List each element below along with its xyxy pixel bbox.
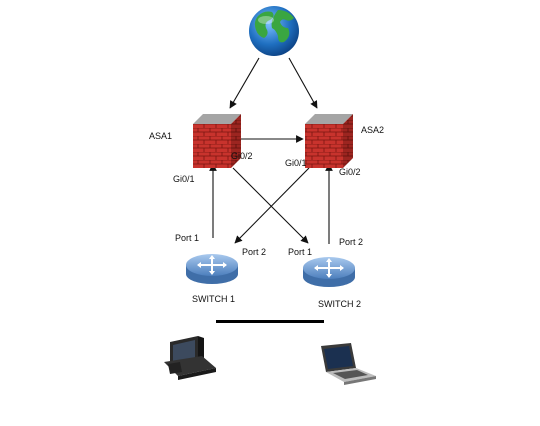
desktop-computer-icon — [164, 336, 216, 380]
connections — [209, 57, 333, 244]
link-asa2-gi01-switch1-port2 — [234, 167, 310, 244]
link-asa1-gi02-switch2-port1 — [232, 167, 309, 244]
lan-segment-bar — [216, 320, 324, 323]
switch2-port1-label: Port 1 — [288, 247, 313, 257]
link-globe-asa1 — [229, 57, 260, 109]
link-globe-asa2 — [288, 57, 318, 109]
internet-globe-icon — [249, 6, 299, 56]
router-icon — [303, 257, 355, 287]
asa2-label: ASA2 — [361, 125, 385, 135]
laptop-icon — [321, 343, 376, 385]
firewall-icon — [305, 114, 353, 168]
switch1-port1-label: Port 1 — [175, 233, 200, 243]
firewall-icon — [193, 114, 241, 168]
asa2-port-gi02-label: Gi0/2 — [339, 167, 361, 177]
asa1-port-gi01-label: Gi0/1 — [173, 174, 195, 184]
router-icon — [186, 254, 238, 284]
switch1-label: SWITCH 1 — [192, 294, 236, 304]
asa1-port-gi02-label: Gi0/2 — [231, 151, 253, 161]
asa2-port-gi01-label: Gi0/1 — [285, 158, 307, 168]
asa1-label: ASA1 — [149, 131, 173, 141]
switch1-port2-label: Port 2 — [242, 247, 267, 257]
switch2-port2-label: Port 2 — [339, 237, 364, 247]
switch2-label: SWITCH 2 — [318, 299, 362, 309]
